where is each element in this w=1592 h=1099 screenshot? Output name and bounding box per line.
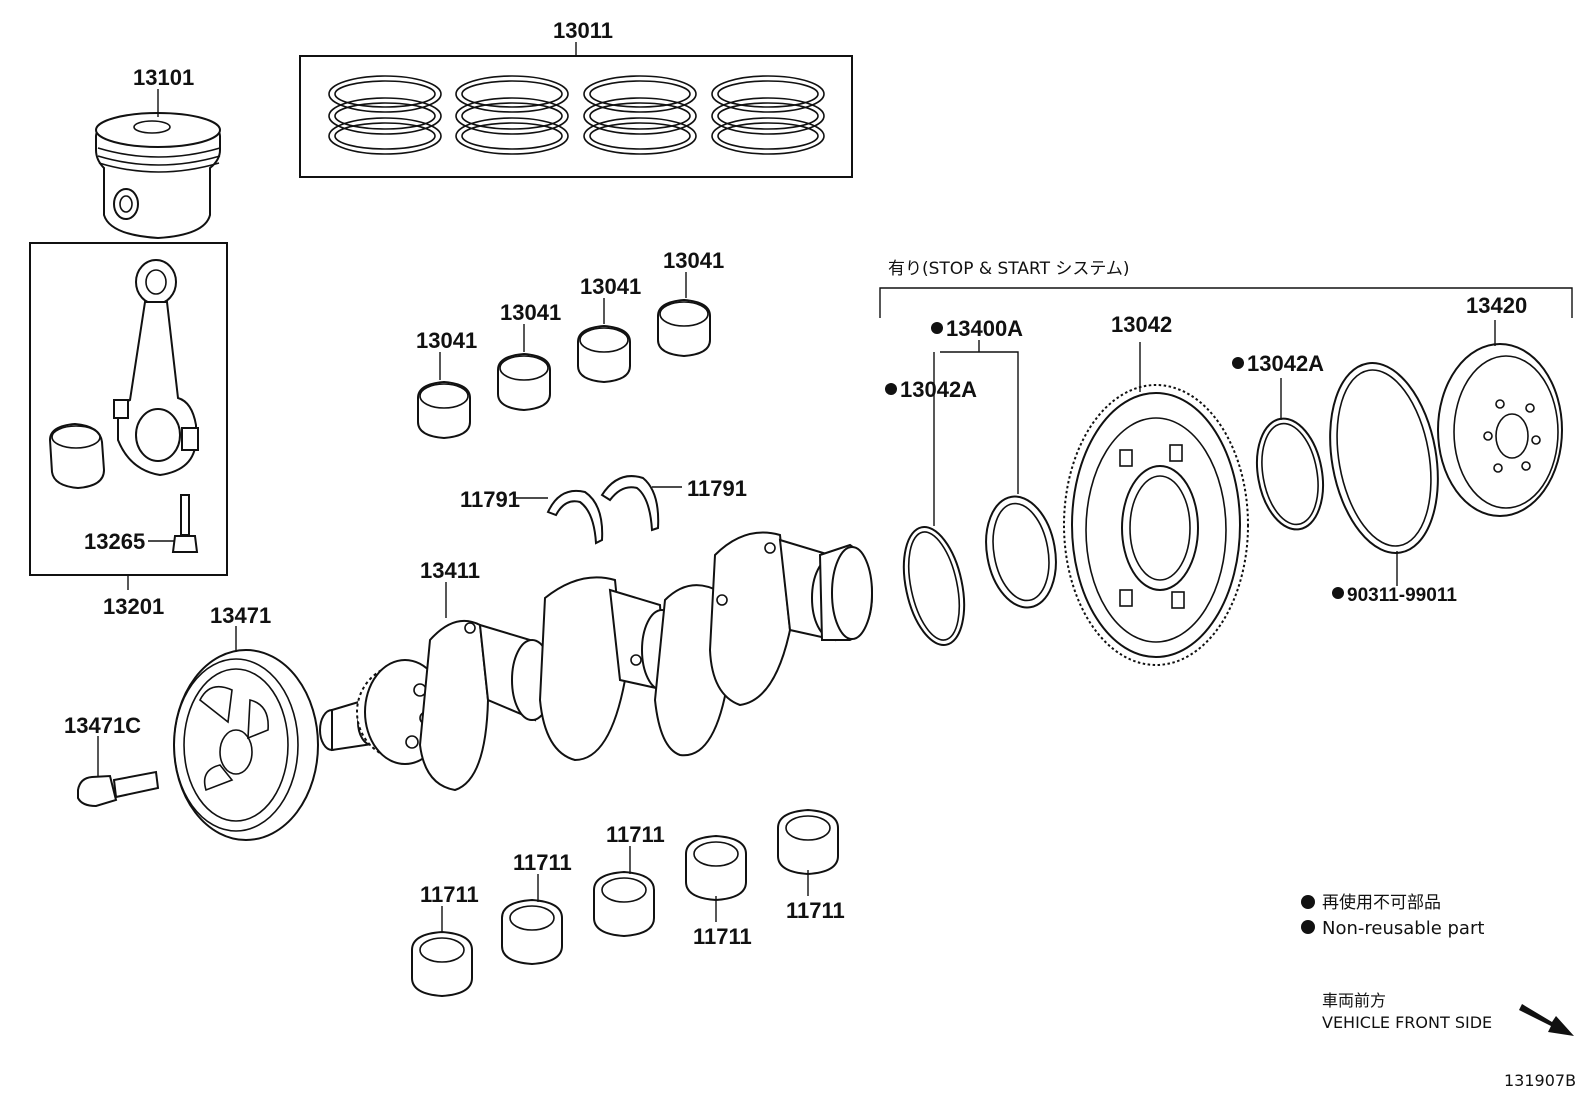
front-arrow-icon: [1519, 1004, 1574, 1036]
seal-90311-99011[interactable]: [1316, 354, 1452, 561]
ring-set-box: [299, 55, 853, 178]
thrust-washers[interactable]: [546, 475, 660, 545]
label-13201: 13201: [103, 594, 164, 619]
legend-dot: [1301, 920, 1315, 934]
non-reusable-dot: [1332, 587, 1344, 599]
label-11711-b: 11711: [513, 850, 572, 875]
label-13400A: 13400A: [946, 316, 1023, 341]
label-13420: 13420: [1466, 293, 1527, 318]
label-11791-left: 11791: [460, 487, 520, 512]
label-11711-c: 11711: [606, 822, 665, 847]
label-13411: 13411: [420, 558, 480, 583]
stop-start-note: 有り(STOP & START システム): [888, 259, 1129, 279]
label-13042A-left: 13042A: [900, 377, 977, 402]
label-11711-d: 11711: [693, 924, 752, 949]
label-13042: 13042: [1111, 312, 1172, 337]
ring-gear-13042[interactable]: [1063, 384, 1249, 666]
label-13265: 13265: [84, 529, 145, 554]
pulley-bolt-13471C[interactable]: [77, 770, 160, 808]
label-13041-c: 13041: [580, 274, 641, 299]
label-11711-a: 11711: [420, 882, 479, 907]
crankshaft-13411[interactable]: [319, 531, 874, 792]
label-13471C: 13471C: [64, 713, 141, 738]
label-13471: 13471: [210, 603, 271, 628]
stop-start-ring-13042A-right[interactable]: [1249, 413, 1331, 534]
piston-13101[interactable]: [95, 112, 221, 240]
non-reusable-dot: [931, 322, 943, 334]
legend-english: Non-reusable part: [1322, 918, 1484, 939]
crankshaft-pulley-13471[interactable]: [173, 649, 319, 841]
label-13101: 13101: [133, 65, 194, 90]
legend-japanese: 再使用不可部品: [1322, 892, 1441, 913]
label-90311-99011: 90311-99011: [1347, 585, 1457, 606]
non-reusable-dot: [1232, 357, 1244, 369]
non-reusable-dot: [885, 383, 897, 395]
diagram-id: 131907B: [1504, 1071, 1576, 1090]
front-side-japanese: 車両前方: [1322, 991, 1386, 1010]
piston-ring-set[interactable]: [328, 75, 825, 155]
connecting-rod[interactable]: [113, 259, 199, 477]
label-13011: 13011: [553, 18, 613, 43]
stop-start-ring-13042A-left[interactable]: [894, 521, 974, 650]
label-11791-right: 11791: [687, 476, 747, 501]
label-13041-a: 13041: [416, 328, 477, 353]
label-13041-d: 13041: [663, 248, 724, 273]
legend-dot: [1301, 895, 1315, 909]
stop-start-ring-13400A[interactable]: [978, 491, 1064, 613]
front-side-english: VEHICLE FRONT SIDE: [1322, 1013, 1492, 1032]
conrod-bearing[interactable]: [48, 422, 106, 490]
main-bearings-upper[interactable]: [417, 298, 711, 440]
main-bearings-lower[interactable]: [411, 808, 839, 998]
label-13041-b: 13041: [500, 300, 561, 325]
flywheel-13420[interactable]: [1437, 343, 1563, 517]
label-11711-e: 11711: [786, 898, 845, 923]
label-13042A-right: 13042A: [1247, 351, 1324, 376]
conrod-bolt-13265[interactable]: [171, 494, 199, 553]
